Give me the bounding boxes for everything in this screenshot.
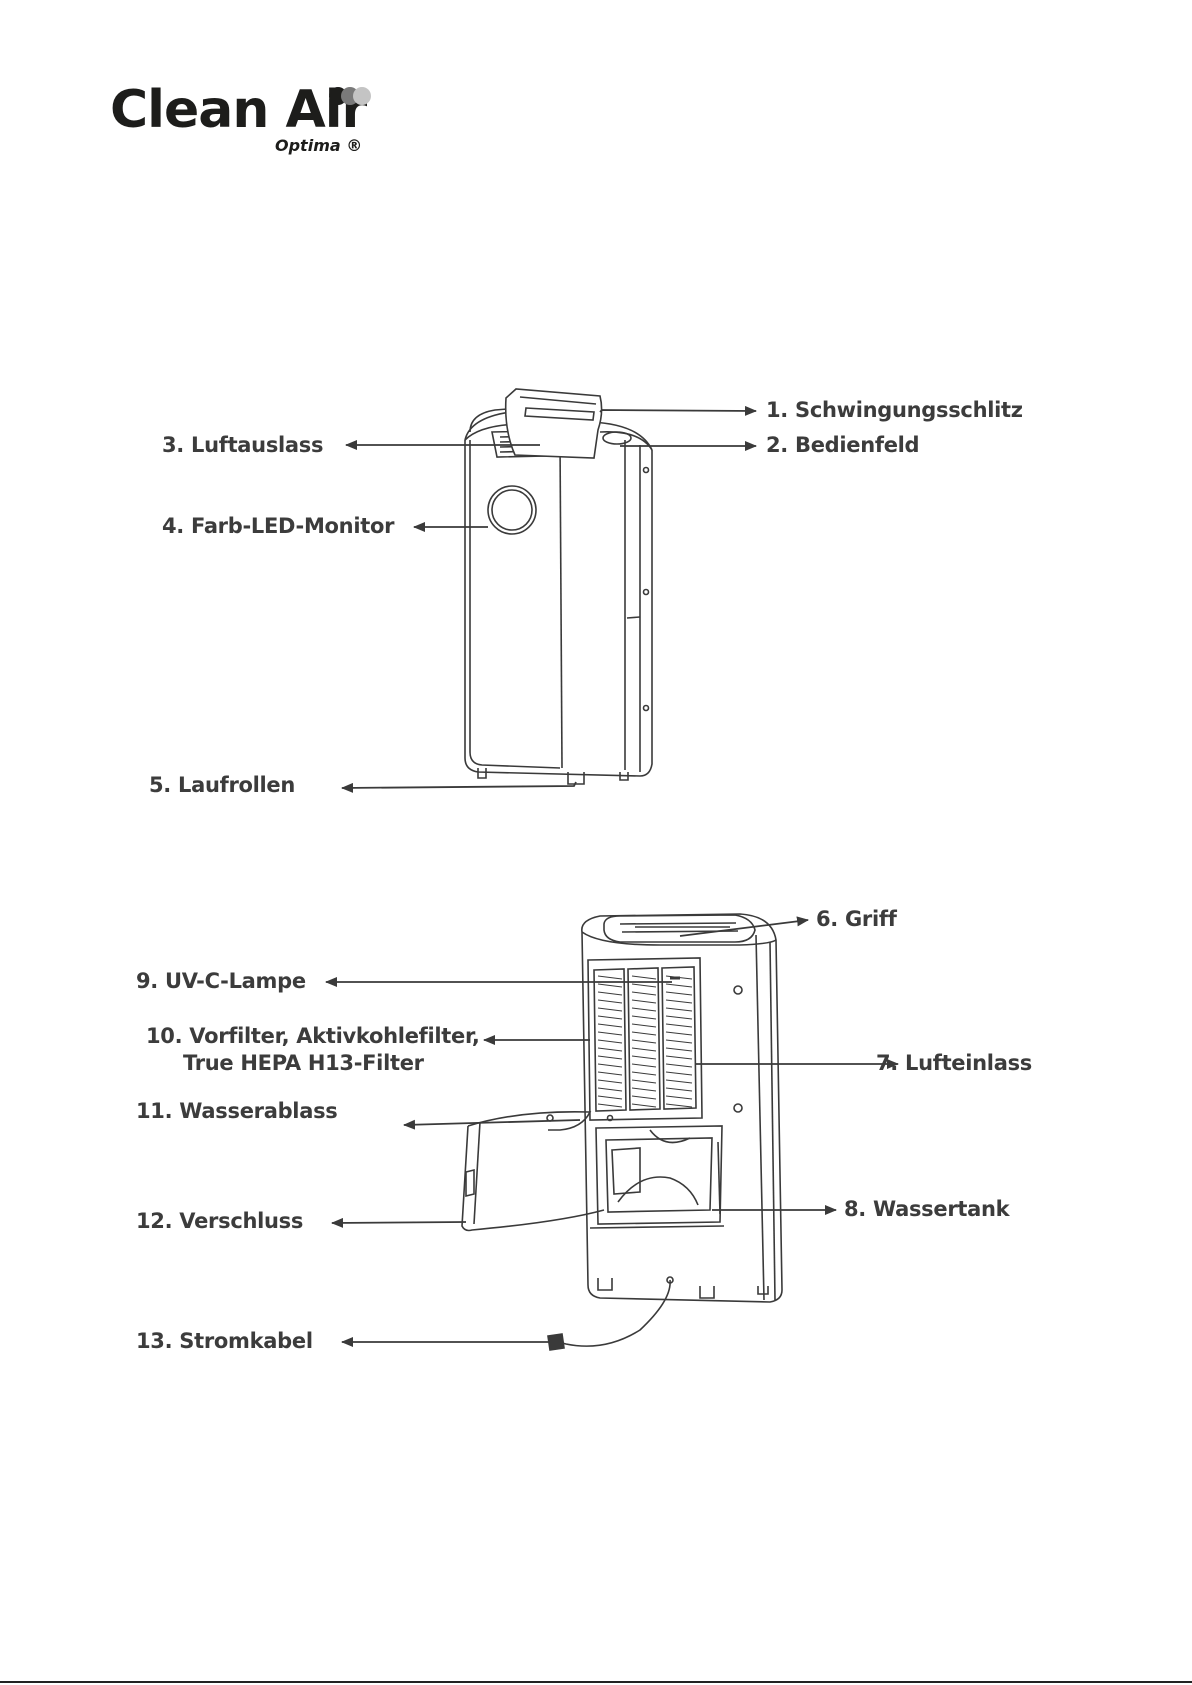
label-luftauslass: 3. Luftauslass <box>162 432 323 458</box>
grille-slat <box>598 1024 622 1027</box>
arrow-6 <box>680 920 808 936</box>
grille-slat <box>598 1056 622 1059</box>
grille-slat <box>632 1064 656 1067</box>
grille-slat <box>598 1096 622 1099</box>
grille-slat <box>632 992 656 995</box>
arrow-11 <box>404 1120 580 1125</box>
grille-slat <box>632 1016 656 1019</box>
grille-slat <box>666 1080 692 1083</box>
grille-slat <box>632 1088 656 1091</box>
label-schwingungsschlitz: 1. Schwingungsschlitz <box>766 397 1023 423</box>
grille-slat <box>598 1072 622 1075</box>
grille-slat <box>666 1088 692 1091</box>
grille-slat <box>632 1080 656 1083</box>
grille-slat <box>666 1032 692 1035</box>
grille-slat <box>598 984 622 987</box>
grille-slat <box>666 1096 692 1099</box>
grille-slat <box>666 1000 692 1003</box>
grille-slat <box>632 1024 656 1027</box>
grille-slat <box>666 1040 692 1043</box>
grille-slat <box>632 1048 656 1051</box>
grille-slat <box>598 976 622 979</box>
label-stromkabel: 13. Stromkabel <box>136 1328 313 1354</box>
grille-slat <box>666 1048 692 1051</box>
grille-slat <box>666 992 692 995</box>
grille-slat <box>598 1088 622 1091</box>
label-farb-led-monitor: 4. Farb-LED-Monitor <box>162 513 394 539</box>
label-wassertank: 8. Wassertank <box>844 1196 1009 1222</box>
arrow-5 <box>342 782 576 788</box>
back-view-device <box>462 914 782 1350</box>
grille-slat <box>632 976 656 979</box>
grille-slat <box>666 1008 692 1011</box>
label-filter-line1: 10. Vorfilter, Aktivkohlefilter, <box>146 1023 480 1049</box>
front-view-device <box>465 389 652 784</box>
grille-slat <box>632 1096 656 1099</box>
grille-slat <box>666 1016 692 1019</box>
grille-slat <box>598 1032 622 1035</box>
grille-slat <box>666 1056 692 1059</box>
page-bottom-rule <box>0 1681 1192 1683</box>
grille-slat <box>632 1008 656 1011</box>
grille-slat <box>632 1000 656 1003</box>
grille-slat <box>666 1024 692 1027</box>
grille-slat <box>598 1104 622 1107</box>
grille-slat <box>632 1040 656 1043</box>
grille-slat <box>666 984 692 987</box>
grille-slat <box>598 1064 622 1067</box>
grille-slat <box>598 1000 622 1003</box>
grille-slat <box>666 1104 692 1107</box>
label-uv-c-lampe: 9. UV-C-Lampe <box>136 968 306 994</box>
grille-slat <box>598 1008 622 1011</box>
grille-slat <box>598 1048 622 1051</box>
grille-slat <box>598 1016 622 1019</box>
grille-slat <box>598 1080 622 1083</box>
grille-slat <box>598 1040 622 1043</box>
grille-slat <box>666 1064 692 1067</box>
label-verschluss: 12. Verschluss <box>136 1208 303 1234</box>
label-bedienfeld: 2. Bedienfeld <box>766 432 919 458</box>
label-lufteinlass: 7. Lufteinlass <box>876 1050 1032 1076</box>
grille-slat <box>632 1032 656 1035</box>
grille-slat <box>632 984 656 987</box>
label-wasserablass: 11. Wasserablass <box>136 1098 337 1124</box>
label-laufrollen: 5. Laufrollen <box>149 772 295 798</box>
leader-arrows <box>326 410 898 1342</box>
grille-slat <box>632 1104 656 1107</box>
label-filter-line2: True HEPA H13-Filter <box>183 1050 424 1076</box>
grille-slat <box>632 1056 656 1059</box>
label-griff: 6. Griff <box>816 906 897 932</box>
grille-slat <box>666 1072 692 1075</box>
grille-slat <box>632 1072 656 1075</box>
arrow-12 <box>332 1222 466 1223</box>
grille-slat <box>598 992 622 995</box>
arrow-1 <box>600 410 756 412</box>
